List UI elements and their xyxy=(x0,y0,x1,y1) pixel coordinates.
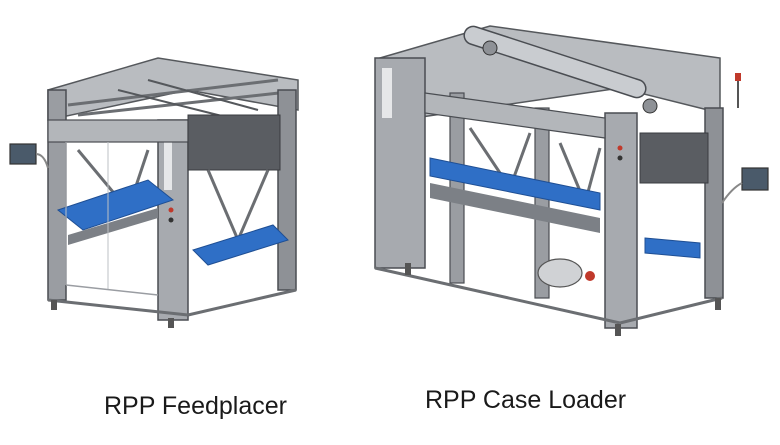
caseloader-caption: RPP Case Loader xyxy=(425,386,627,414)
feedplacer-caption: RPP Feedplacer xyxy=(104,392,287,420)
feedplacer-machine-illustration xyxy=(9,57,299,328)
caseloader-machine-illustration xyxy=(374,25,769,336)
